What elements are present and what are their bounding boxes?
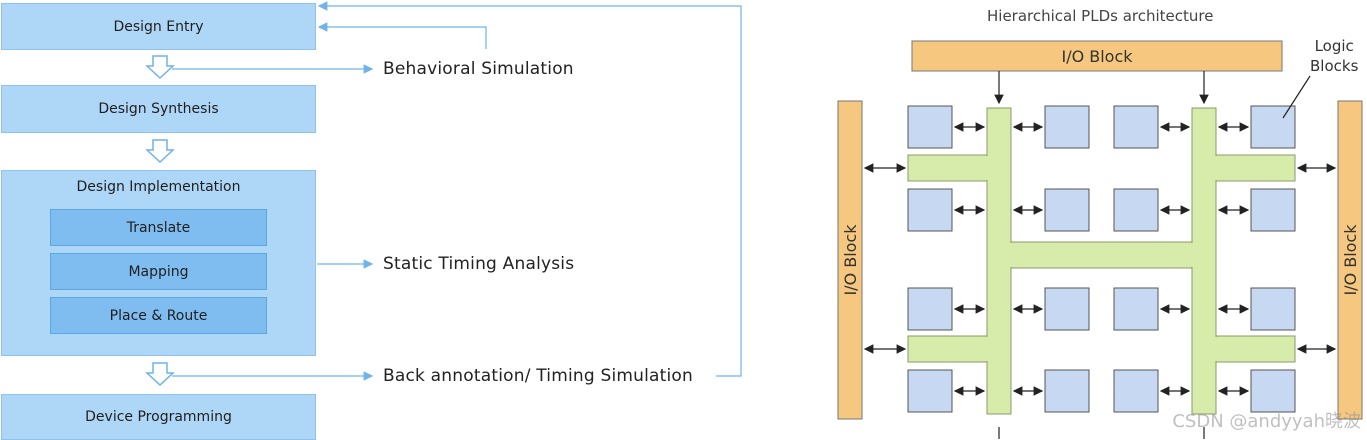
design-implementation-label: Design Implementation (76, 179, 241, 195)
mapping-label: Mapping (128, 263, 189, 280)
io-block-left (837, 100, 863, 420)
behavioral-simulation-label: Behavioral Simulation (383, 59, 574, 79)
design-synthesis-label: Design Synthesis (98, 101, 219, 117)
logic-block (1044, 287, 1090, 331)
interconnect (907, 107, 1296, 415)
io-block-top (911, 40, 1283, 72)
logic-blocks-label-line2: Blocks (1310, 57, 1359, 75)
down-arrow-2 (145, 139, 175, 164)
logic-block (1113, 188, 1159, 232)
io-block-left-label: I/O Block (841, 224, 860, 296)
device-programming-box: Device Programming (1, 394, 316, 440)
design-entry-box: Design Entry (1, 3, 316, 50)
logic-block (1044, 188, 1090, 232)
static-timing-analysis-label: Static Timing Analysis (383, 254, 575, 274)
design-synthesis-box: Design Synthesis (1, 85, 316, 133)
io-block-top-label: I/O Block (1061, 47, 1133, 66)
place-route-box: Place & Route (50, 297, 267, 334)
device-programming-label: Device Programming (85, 409, 232, 425)
logic-block (907, 188, 953, 232)
down-arrow-1 (145, 55, 175, 80)
logic-blocks-pointer (1282, 75, 1311, 119)
io-block-right (1337, 100, 1363, 420)
architecture-title: Hierarchical PLDs architecture (987, 7, 1214, 25)
back-annotation-label: Back annotation/ Timing Simulation (383, 366, 694, 386)
logic-block (1250, 369, 1296, 413)
logic-block (1250, 105, 1296, 149)
logic-block (1113, 105, 1159, 149)
logic-block (1044, 369, 1090, 413)
logic-block (1113, 369, 1159, 413)
io-bus-arrows (994, 71, 1209, 105)
logic-block (907, 369, 953, 413)
design-entry-label: Design Entry (113, 18, 204, 35)
logic-block (1113, 287, 1159, 331)
down-arrow-3 (145, 362, 175, 387)
logic-block (1044, 105, 1090, 149)
logic-block (907, 287, 953, 331)
mapping-box: Mapping (50, 253, 267, 290)
translate-label: Translate (126, 219, 191, 236)
translate-box: Translate (50, 209, 267, 246)
logic-block (1250, 287, 1296, 331)
logic-blocks (907, 105, 1296, 413)
block-bus-arrows (863, 122, 1337, 396)
logic-block (907, 105, 953, 149)
place-route-label: Place & Route (109, 307, 208, 324)
logic-blocks-label-line1: Logic (1314, 37, 1354, 55)
logic-block (1250, 188, 1296, 232)
logic-blocks-label: Logic Blocks (1310, 36, 1358, 76)
watermark: CSDN @andyyah晓波 (1172, 411, 1361, 432)
io-block-right-label: I/O Block (1341, 224, 1360, 296)
